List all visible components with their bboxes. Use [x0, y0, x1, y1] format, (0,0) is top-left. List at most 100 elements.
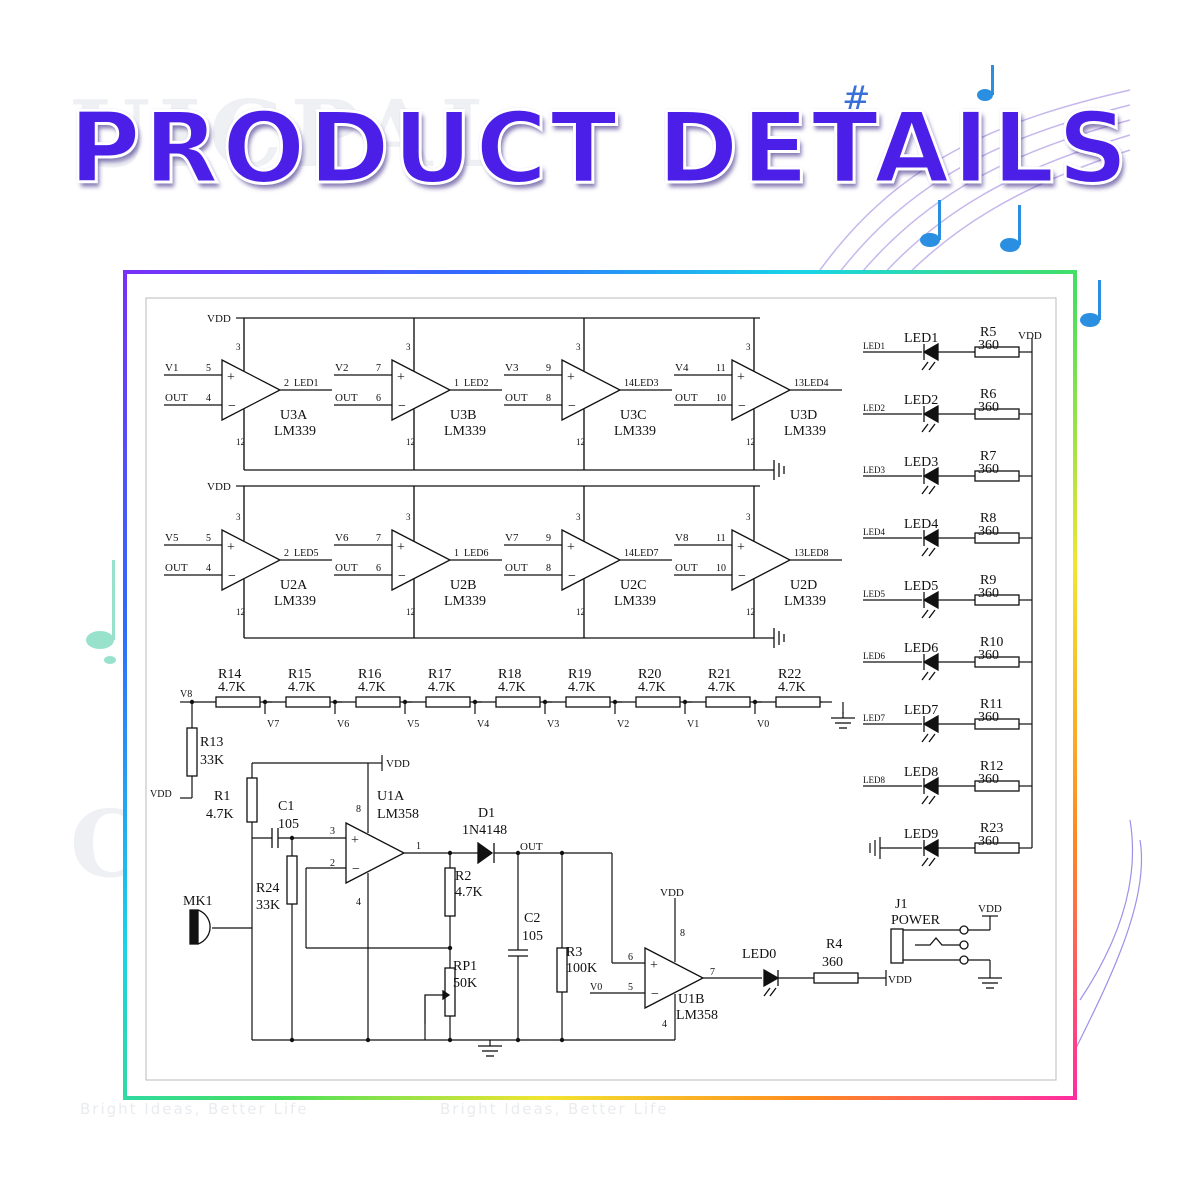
led-arrow [921, 609, 929, 619]
resistor-value: 360 [978, 648, 999, 663]
plus-sign: + [567, 370, 575, 385]
resistor-name: R4 [826, 937, 842, 952]
opamp-u1b [644, 946, 705, 1010]
pin-number: 4 [662, 1019, 667, 1030]
resistor-name: R8 [980, 511, 996, 526]
microphone-mk1 [197, 909, 211, 945]
connector-value: POWER [891, 913, 941, 928]
junction-dot [612, 699, 618, 705]
ladder-node-label: V5 [407, 719, 419, 730]
resistor-r3 [556, 947, 568, 993]
pin-number: 10 [716, 563, 726, 574]
junction-dot [365, 1037, 371, 1043]
input-label: V1 [165, 362, 178, 374]
minus-sign: − [651, 987, 659, 1002]
ladder-node-label: V6 [337, 719, 349, 730]
resistor-value: 360 [978, 834, 999, 849]
resistor-value: 4.7K [568, 680, 596, 695]
junction-dot [189, 699, 195, 705]
led-arrow [921, 485, 929, 495]
comparator-name: U2D [790, 578, 817, 593]
resistor-name: R16 [358, 667, 381, 682]
input-label: OUT [505, 392, 528, 404]
resistor-value: 4.7K [288, 680, 316, 695]
input-label: V4 [675, 362, 689, 374]
junction-dot [559, 850, 565, 856]
led-symbol [922, 590, 939, 610]
comparator-name: U3C [620, 408, 646, 423]
opamp-u1a [345, 821, 406, 885]
comparator-u3c [561, 358, 622, 422]
led-symbol [922, 714, 939, 734]
led-name: LED7 [904, 703, 938, 718]
input-label: V7 [505, 532, 519, 544]
led-arrow [928, 857, 936, 867]
pin-number: 6 [628, 952, 633, 963]
capacitor-name: C1 [278, 799, 294, 814]
input-label: OUT [165, 562, 188, 574]
output-label: LED5 [294, 548, 318, 559]
pin-number: 2 [330, 858, 335, 869]
resistor-r9 [974, 594, 1020, 606]
minus-sign: − [398, 569, 406, 584]
resistor-r19 [565, 696, 611, 708]
input-label: OUT [165, 392, 188, 404]
resistor-value: 100K [566, 961, 597, 976]
resistor-r10 [974, 656, 1020, 668]
junction-dot [542, 699, 548, 705]
pin-number: 3 [576, 342, 581, 352]
resistor-r13 [186, 727, 198, 777]
led-arrow [921, 857, 929, 867]
led-arrow [921, 671, 929, 681]
junction-dot [447, 850, 453, 856]
resistor-r21 [705, 696, 751, 708]
junction-dot [262, 699, 268, 705]
resistor-r20 [635, 696, 681, 708]
resistor-value: 4.7K [708, 680, 736, 695]
plus-sign: + [737, 370, 745, 385]
power-jack-j1 [890, 928, 904, 964]
opamp-name: U1A [377, 789, 405, 804]
led-arrow [921, 361, 929, 371]
pin-number: 12 [236, 437, 245, 447]
vdd-label: VDD [888, 974, 912, 986]
vdd-label: VDD [386, 758, 410, 770]
output-label: LED2 [464, 378, 488, 389]
junction-dot [447, 945, 453, 951]
pin-number: 12 [576, 437, 585, 447]
comparator-u2b [391, 528, 452, 592]
plus-sign: + [397, 540, 405, 555]
resistor-value: 360 [978, 772, 999, 787]
potentiometer-value: 50K [453, 976, 477, 991]
led-arrow [928, 733, 936, 743]
resistor-r17 [425, 696, 471, 708]
pin-number: 3 [576, 512, 581, 522]
ladder-node-label: V8 [180, 689, 192, 700]
resistor-name: R1 [214, 789, 230, 804]
led-symbol [922, 652, 939, 672]
ladder-node-label: V4 [477, 719, 489, 730]
pin-number: 3 [236, 512, 241, 522]
comparator-name: U3A [280, 408, 308, 423]
comparator-part: LM339 [614, 594, 656, 609]
led-name: LED0 [742, 947, 776, 962]
resistor-name: R21 [708, 667, 731, 682]
led-arrow [921, 547, 929, 557]
resistor-value: 4.7K [455, 885, 483, 900]
input-label: OUT [675, 392, 698, 404]
potentiometer-wiper [424, 994, 443, 1024]
comparator-u3b [391, 358, 452, 422]
resistor-value: 360 [978, 400, 999, 415]
resistor-value: 4.7K [206, 807, 234, 822]
resistor-name: R15 [288, 667, 311, 682]
led-net-label: LED1 [863, 341, 885, 351]
schematic-frame [123, 270, 1077, 1100]
pin-number: 8 [546, 563, 551, 574]
vdd-label: VDD [978, 903, 1002, 915]
jack-terminal [959, 940, 969, 950]
pin-number: 11 [716, 533, 726, 544]
vdd-label: VDD [150, 789, 172, 800]
plus-sign: + [567, 540, 575, 555]
plus-sign: + [397, 370, 405, 385]
